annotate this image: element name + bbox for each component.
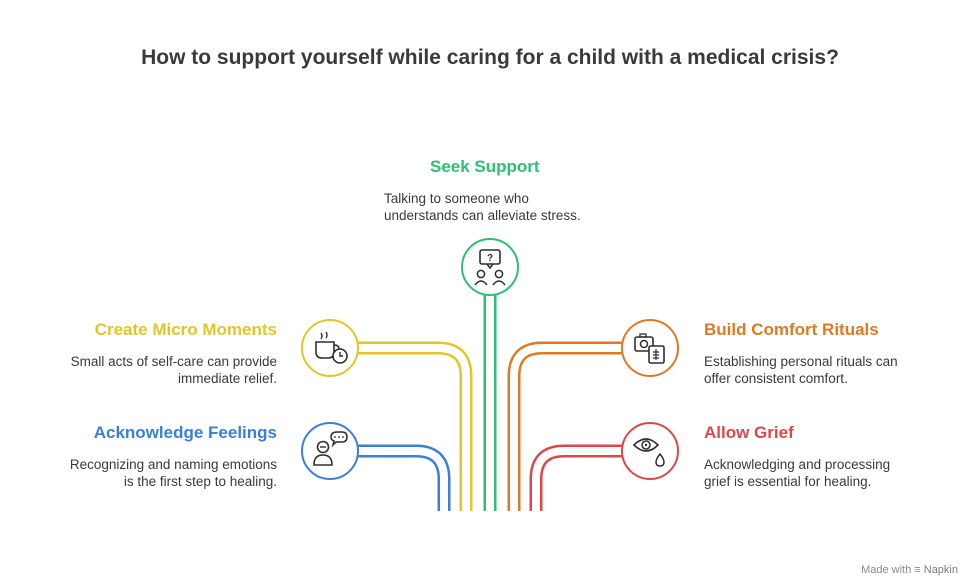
label-acknowledge-feelings: Acknowledge Feelings	[93, 423, 277, 442]
description-line: Recognizing and naming emotions	[69, 457, 277, 472]
pipe-acknowledge-feelings	[358, 444, 451, 511]
pipe-allow-grief	[529, 444, 622, 511]
description-line: immediate relief.	[177, 371, 277, 386]
label-allow-grief: Allow Grief	[704, 423, 794, 442]
description-line: Acknowledging and processing	[704, 457, 891, 472]
page-title: How to support yourself while caring for…	[141, 46, 839, 69]
footer-prefix: Made with	[861, 564, 912, 576]
description-line: Establishing personal rituals can	[704, 354, 898, 369]
description-allow-grief: Acknowledging and processing grief is es…	[704, 456, 890, 490]
person-chat-icon	[301, 422, 359, 480]
made-with-footer: Made with ≡ Napkin	[861, 564, 958, 576]
label-build-comfort-rituals: Build Comfort Rituals	[704, 320, 879, 339]
description-create-micro-moments: Small acts of self-care can provide imme…	[71, 353, 277, 387]
svg-text:?: ?	[487, 253, 493, 264]
description-line: grief is essential for healing.	[704, 474, 872, 489]
napkin-logo-icon: ≡	[914, 564, 921, 576]
description-line: offer consistent comfort.	[704, 371, 848, 386]
description-line: Talking to someone who	[384, 191, 529, 206]
camera-journal-icon	[621, 319, 679, 377]
pipe-create-micro-moments	[358, 341, 473, 511]
description-line: Small acts of self-care can provide	[70, 354, 277, 369]
footer-brand: Napkin	[923, 564, 958, 576]
coffee-clock-icon	[301, 319, 359, 377]
pipe-build-comfort-rituals	[507, 341, 622, 511]
description-seek-support: Talking to someone who understands can a…	[384, 190, 581, 224]
description-build-comfort-rituals: Establishing personal rituals can offer …	[704, 353, 898, 387]
description-line: is the first step to healing.	[123, 474, 277, 489]
eye-tear-icon	[621, 422, 679, 480]
label-seek-support: Seek Support	[430, 157, 540, 176]
label-create-micro-moments: Create Micro Moments	[94, 320, 277, 339]
question-chat-people-icon: ?	[461, 238, 519, 296]
description-acknowledge-feelings: Recognizing and naming emotions is the f…	[70, 456, 277, 490]
description-line: understands can alleviate stress.	[384, 208, 581, 223]
